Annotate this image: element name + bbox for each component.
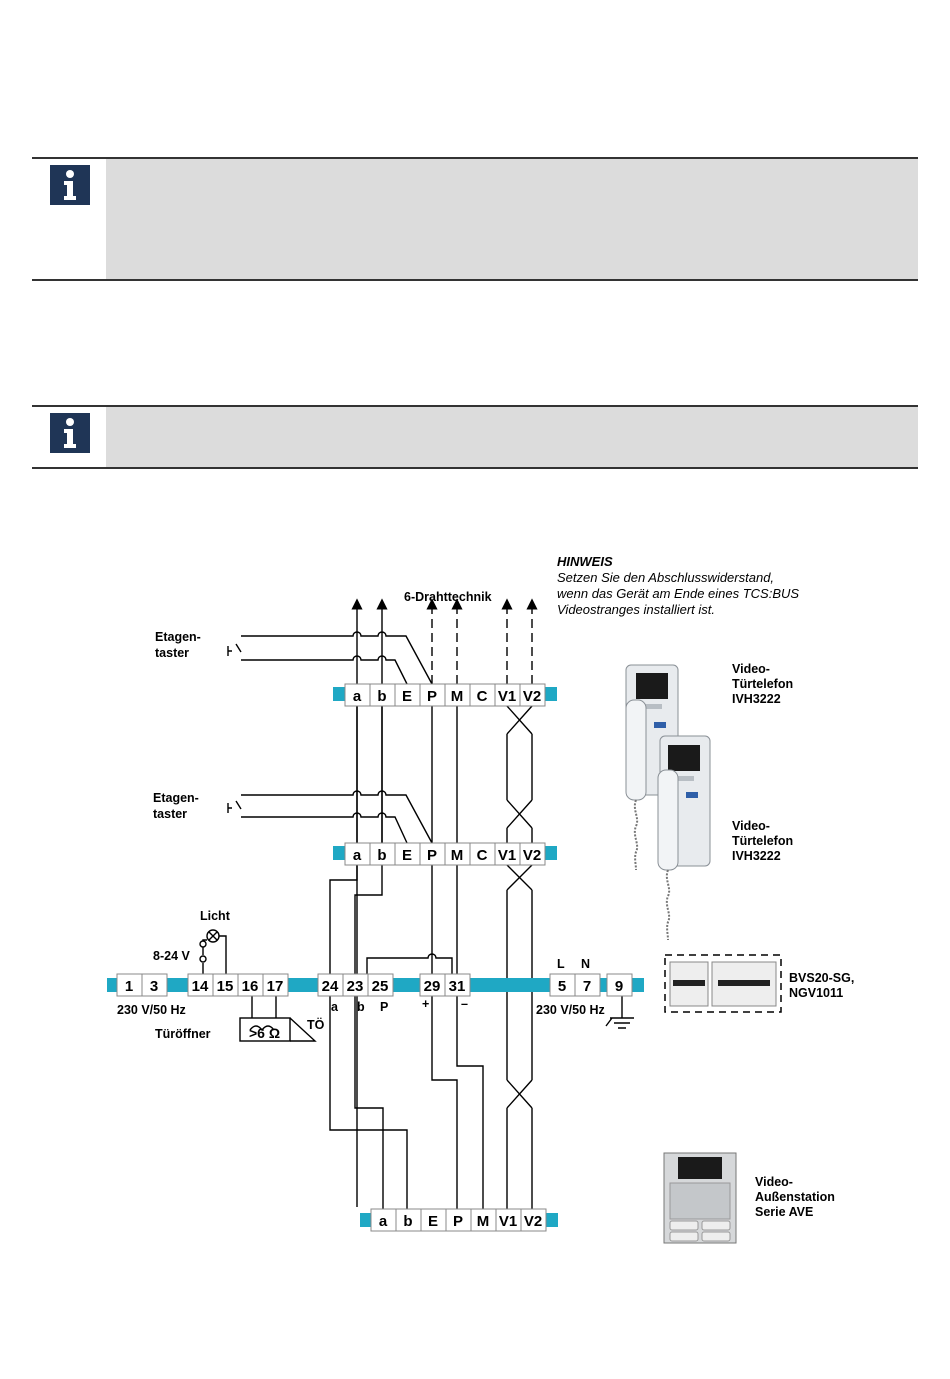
terminal-5: 5 [558, 978, 566, 995]
supply-terminal-row: 1 3 14 15 16 17 24 23 25 29 31 5 7 9 [107, 973, 644, 997]
terminal-a: a [353, 688, 362, 705]
etagen-label-2b: taster [153, 807, 187, 821]
terminal-p: P [427, 688, 437, 705]
terminal-p: P [453, 1213, 463, 1230]
hint-title: HINWEIS [557, 554, 613, 569]
terminal-3: 3 [150, 978, 158, 995]
bus-p-label: P [380, 1000, 388, 1014]
supply-label-2: NGV1011 [789, 986, 843, 1000]
power-label-left: 230 V/50 Hz [117, 1003, 186, 1017]
terminal-v1: V1 [498, 688, 516, 705]
terminal-a: a [379, 1213, 388, 1230]
phone2-label-1: Video- [732, 819, 770, 833]
outdoor-label-3: Serie AVE [755, 1205, 813, 1219]
hint-line-1: Setzen Sie den Abschlusswiderstand, [557, 570, 774, 585]
terminal-25: 25 [372, 978, 389, 995]
terminal-e: E [402, 847, 412, 864]
etagen-label-2a: Etagen- [153, 791, 199, 805]
terminal-c: C [477, 847, 488, 864]
terminal-m: M [477, 1213, 490, 1230]
hint-line-2: wenn das Gerät am Ende eines TCS:BUS [557, 586, 799, 601]
phone1-label-1: Video- [732, 662, 770, 676]
terminal-e: E [402, 688, 412, 705]
bus-b-label: b [357, 1000, 365, 1014]
l-label: L [557, 957, 565, 971]
hint-line-3: Videostranges installiert ist. [557, 602, 715, 617]
terminal-v2: V2 [523, 847, 541, 864]
terminal-31: 31 [449, 978, 466, 995]
terminal-16: 16 [242, 978, 259, 995]
outdoor-label-2: Außenstation [755, 1190, 835, 1204]
ohm-label: >6 Ω [249, 1025, 280, 1041]
info-box-body [106, 407, 918, 467]
terminal-row-1: a b E P M C V1 V2 [333, 683, 557, 707]
power-label-right: 230 V/50 Hz [536, 1003, 605, 1017]
terminal-17: 17 [267, 978, 284, 995]
terminal-b: b [377, 688, 386, 705]
toe-label: TÖ [307, 1017, 325, 1032]
phone2-label-3: IVH3222 [732, 849, 781, 863]
info-box-2 [32, 405, 918, 469]
terminal-24: 24 [322, 978, 339, 995]
terminal-b: b [377, 847, 386, 864]
hint-note: HINWEIS Setzen Sie den Abschlusswidersta… [557, 554, 799, 617]
terminal-e: E [428, 1213, 438, 1230]
voltage-label: 8-24 V [153, 949, 190, 963]
terminal-v1: V1 [499, 1213, 517, 1230]
plus-label: + [422, 997, 429, 1011]
licht-label: Licht [200, 909, 231, 923]
terminal-row-2: a b E P M C V1 V2 [333, 842, 557, 866]
phone1-label-3: IVH3222 [732, 692, 781, 706]
phone2-label-2: Türtelefon [732, 834, 793, 848]
terminal-c: C [477, 688, 488, 705]
terminal-m: M [451, 847, 464, 864]
info-icon [50, 413, 90, 453]
terminal-a: a [353, 847, 362, 864]
info-box-1 [32, 157, 918, 281]
video-phone-2 [657, 735, 711, 941]
bus-a-label: a [331, 1000, 339, 1014]
n-label: N [581, 957, 590, 971]
power-supply-device [664, 954, 782, 1013]
outdoor-station-device [663, 1152, 737, 1244]
tech-label: 6-Drahttechnik [404, 590, 492, 604]
terminal-p: P [427, 847, 437, 864]
info-box-body [106, 159, 918, 279]
supply-label-1: BVS20-SG, [789, 971, 854, 985]
outdoor-terminal-row: a b E P M V1 V2 [360, 1208, 558, 1232]
terminal-v2: V2 [524, 1213, 542, 1230]
etagen-label-1a: Etagen- [155, 630, 201, 644]
terminal-1: 1 [125, 978, 133, 995]
terminal-b: b [403, 1213, 412, 1230]
terminal-23: 23 [347, 978, 364, 995]
terminal-v2: V2 [523, 688, 541, 705]
terminal-14: 14 [192, 978, 209, 995]
terminal-m: M [451, 688, 464, 705]
terminal-29: 29 [424, 978, 441, 995]
etagen-label-1b: taster [155, 646, 189, 660]
tueroeffner-label: Türöffner [155, 1027, 211, 1041]
info-icon [50, 165, 90, 205]
terminal-9: 9 [615, 978, 623, 995]
terminal-15: 15 [217, 978, 234, 995]
minus-label: – [461, 997, 468, 1011]
terminal-7: 7 [583, 978, 591, 995]
phone1-label-2: Türtelefon [732, 677, 793, 691]
outdoor-label-1: Video- [755, 1175, 793, 1189]
terminal-v1: V1 [498, 847, 516, 864]
